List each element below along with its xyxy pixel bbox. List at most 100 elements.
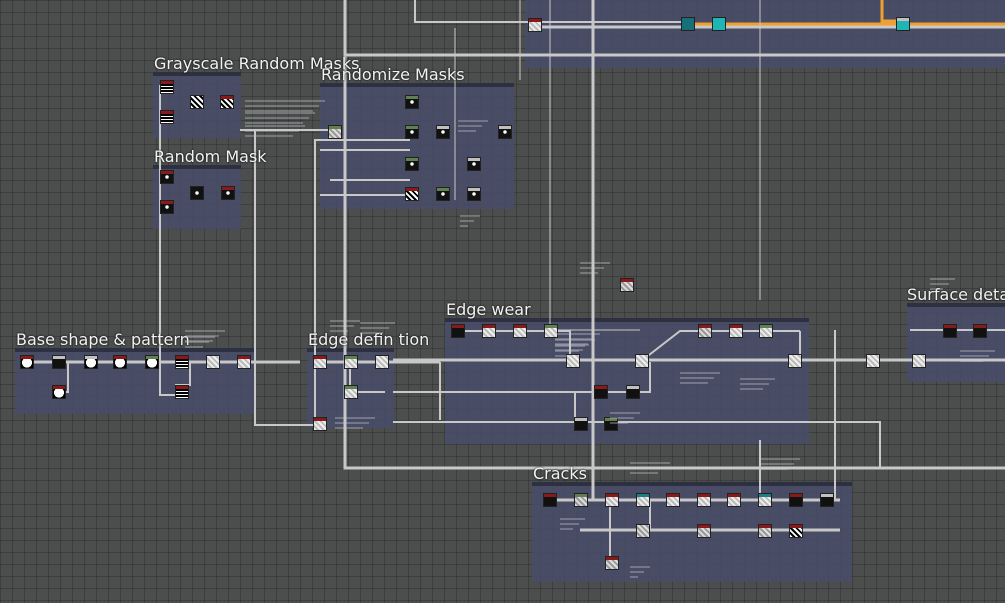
graph-node[interactable] — [467, 187, 481, 201]
graph-node[interactable] — [698, 324, 712, 338]
graph-node[interactable] — [759, 324, 773, 338]
graph-node[interactable] — [605, 493, 619, 507]
graph-node[interactable] — [206, 355, 220, 369]
graph-node[interactable] — [727, 493, 741, 507]
wire[interactable] — [159, 85, 182, 396]
graph-node[interactable] — [436, 125, 450, 139]
wire[interactable] — [393, 421, 881, 468]
graph-node[interactable] — [190, 95, 204, 109]
frame-title-cracks: Cracks — [533, 464, 587, 483]
comment-note — [630, 566, 650, 568]
comment-note — [555, 338, 594, 340]
wire[interactable] — [880, 0, 896, 23]
graph-node[interactable] — [175, 355, 189, 369]
graph-node[interactable] — [605, 556, 619, 570]
graph-node[interactable] — [528, 18, 542, 32]
graph-node[interactable] — [20, 355, 34, 369]
graph-node[interactable] — [566, 354, 580, 368]
graph-node[interactable] — [313, 355, 327, 369]
graph-node[interactable] — [160, 200, 174, 214]
graph-node[interactable] — [344, 385, 358, 399]
graph-node[interactable] — [712, 17, 726, 31]
graph-node[interactable] — [820, 493, 834, 507]
graph-node[interactable] — [758, 493, 772, 507]
graph-node[interactable] — [636, 493, 650, 507]
graph-node[interactable] — [498, 125, 512, 139]
graph-node[interactable] — [405, 95, 419, 109]
node-header — [222, 187, 234, 190]
graph-node[interactable] — [160, 110, 174, 124]
node-header — [468, 188, 480, 191]
graph-node[interactable] — [237, 355, 251, 369]
graph-node[interactable] — [175, 385, 189, 399]
graph-node[interactable] — [544, 324, 558, 338]
comment-note — [555, 343, 588, 345]
graph-node[interactable] — [604, 417, 618, 431]
graph-node[interactable] — [973, 324, 987, 338]
graph-node[interactable] — [160, 80, 174, 94]
graph-node[interactable] — [866, 354, 880, 368]
node-header — [790, 525, 802, 528]
node-header — [314, 418, 326, 421]
graph-node[interactable] — [789, 524, 803, 538]
graph-node[interactable] — [160, 170, 174, 184]
wire[interactable] — [343, 0, 1005, 470]
node-header — [146, 356, 158, 359]
graph-node[interactable] — [344, 355, 358, 369]
graph-node[interactable] — [788, 354, 802, 368]
comment-note — [360, 322, 395, 324]
wire[interactable] — [639, 330, 800, 363]
graph-node[interactable] — [697, 493, 711, 507]
graph-node[interactable] — [697, 524, 711, 538]
graph-node[interactable] — [758, 524, 772, 538]
graph-node[interactable] — [52, 385, 66, 399]
graph-node[interactable] — [594, 385, 608, 399]
frame-surface-detail[interactable] — [907, 303, 1005, 382]
wire[interactable] — [254, 130, 313, 426]
graph-node[interactable] — [405, 125, 419, 139]
graph-node[interactable] — [943, 324, 957, 338]
node-header — [974, 325, 986, 328]
graph-node[interactable] — [635, 354, 649, 368]
graph-node[interactable] — [375, 355, 389, 369]
graph-node[interactable] — [221, 186, 235, 200]
graph-node[interactable] — [145, 355, 159, 369]
graph-node[interactable] — [513, 324, 527, 338]
graph-node[interactable] — [620, 278, 634, 292]
graph-node[interactable] — [789, 493, 803, 507]
graph-node[interactable] — [405, 157, 419, 171]
graph-node[interactable] — [574, 417, 588, 431]
graph-node[interactable] — [451, 324, 465, 338]
graph-node[interactable] — [405, 187, 419, 201]
graph-node[interactable] — [543, 493, 557, 507]
comment-note — [245, 105, 319, 107]
graph-node[interactable] — [220, 95, 234, 109]
graph-node[interactable] — [666, 493, 680, 507]
graph-node[interactable] — [190, 186, 204, 200]
comment-note — [610, 422, 628, 424]
graph-node[interactable] — [729, 324, 743, 338]
node-header — [637, 494, 649, 497]
graph-node[interactable] — [467, 157, 481, 171]
graph-node[interactable] — [574, 493, 588, 507]
comment-note — [330, 330, 348, 332]
graph-node[interactable] — [328, 125, 342, 139]
graph-node[interactable] — [113, 355, 127, 369]
graph-node[interactable] — [626, 385, 640, 399]
graph-node[interactable] — [896, 17, 910, 31]
graph-node[interactable] — [436, 187, 450, 201]
graph-node[interactable] — [52, 355, 66, 369]
wire[interactable] — [314, 139, 410, 420]
graph-node[interactable] — [313, 417, 327, 431]
wire[interactable] — [414, 0, 688, 23]
wire[interactable] — [610, 362, 651, 393]
graph-node[interactable] — [681, 17, 695, 31]
graph-node[interactable] — [912, 354, 926, 368]
frame-top[interactable] — [525, 0, 1005, 68]
graph-node[interactable] — [84, 355, 98, 369]
graph-node[interactable] — [482, 324, 496, 338]
node-header — [221, 96, 233, 99]
comment-note — [630, 576, 638, 578]
graph-node[interactable] — [636, 524, 650, 538]
